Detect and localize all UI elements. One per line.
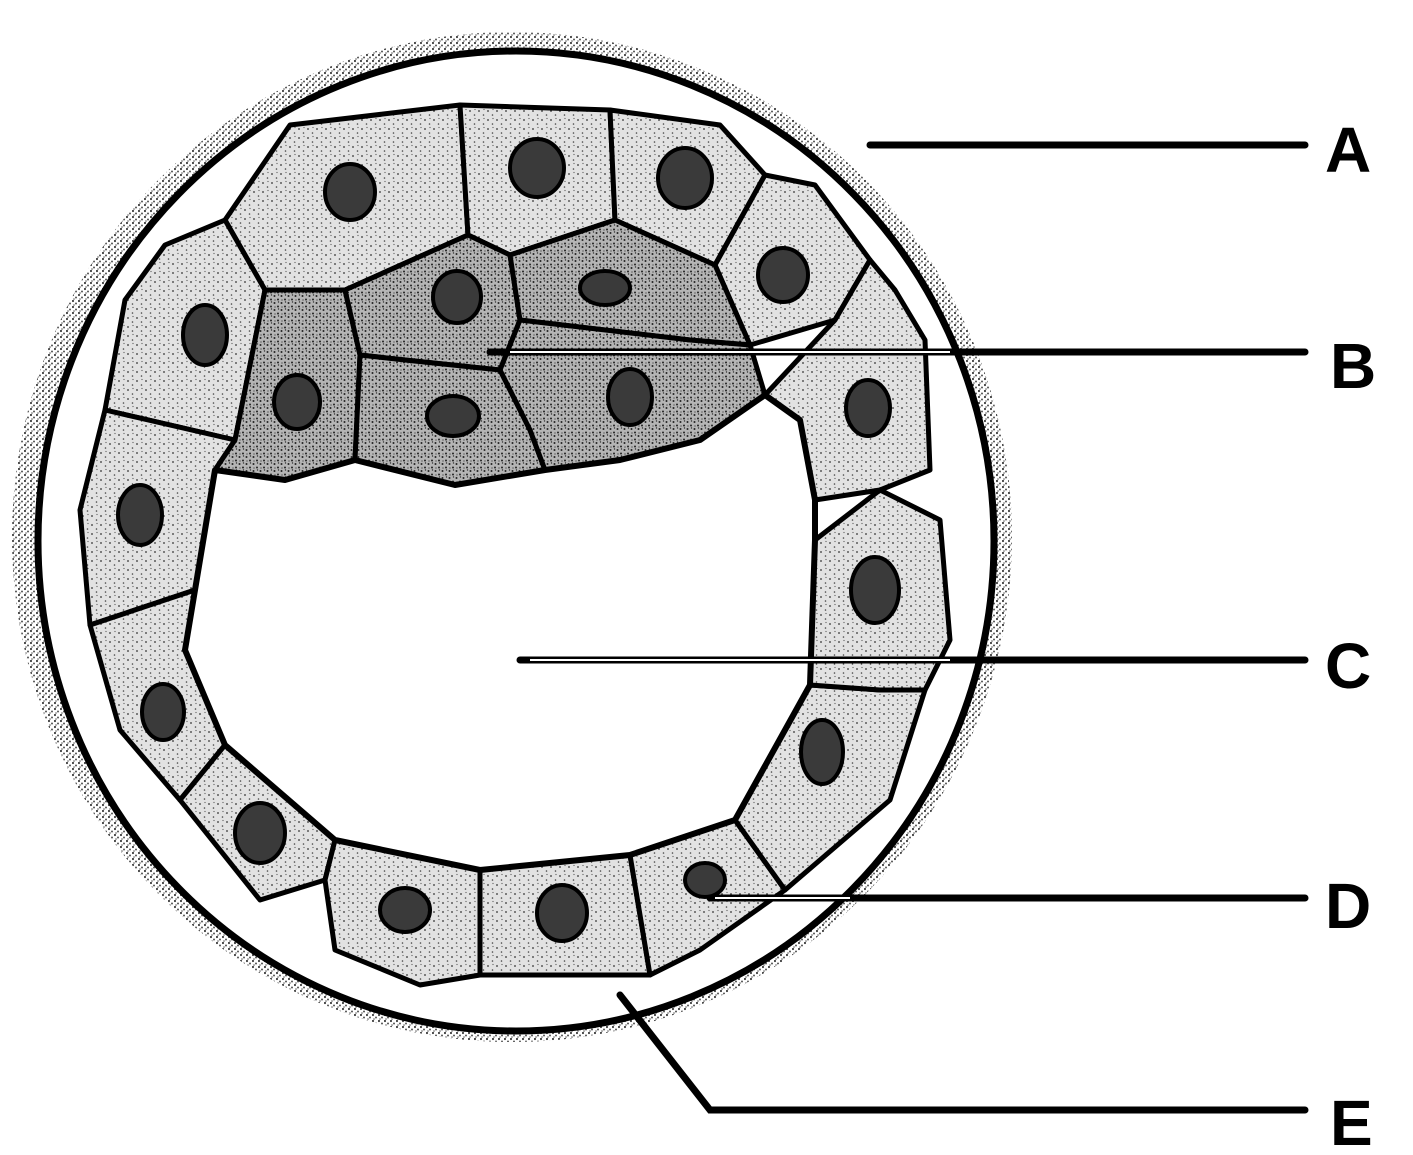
- label-e: E: [1330, 1087, 1373, 1155]
- nucleus: [233, 801, 287, 865]
- label-d: D: [1325, 870, 1371, 942]
- label-b: B: [1330, 330, 1376, 402]
- nucleus: [606, 367, 654, 427]
- blastocoel-cavity: [182, 392, 818, 873]
- nucleus: [799, 718, 845, 786]
- nucleus: [116, 483, 164, 547]
- nucleus: [323, 162, 377, 222]
- nucleus: [578, 269, 632, 307]
- nucleus: [849, 555, 901, 625]
- nucleus: [181, 303, 229, 367]
- nucleus: [272, 373, 322, 431]
- nucleus: [508, 137, 566, 199]
- leader-line-e: [616, 991, 1309, 1114]
- nucleus: [844, 378, 892, 438]
- nucleus: [756, 246, 810, 304]
- nucleus: [140, 682, 186, 742]
- nucleus: [431, 269, 483, 325]
- labels: A B C D E: [1325, 114, 1376, 1155]
- nucleus: [535, 883, 589, 943]
- label-a: A: [1325, 114, 1371, 186]
- nucleus: [425, 394, 481, 438]
- nucleus: [378, 886, 432, 934]
- nucleus: [683, 861, 727, 899]
- label-c: C: [1325, 630, 1371, 702]
- nuclei: [116, 137, 901, 943]
- nucleus: [656, 146, 714, 210]
